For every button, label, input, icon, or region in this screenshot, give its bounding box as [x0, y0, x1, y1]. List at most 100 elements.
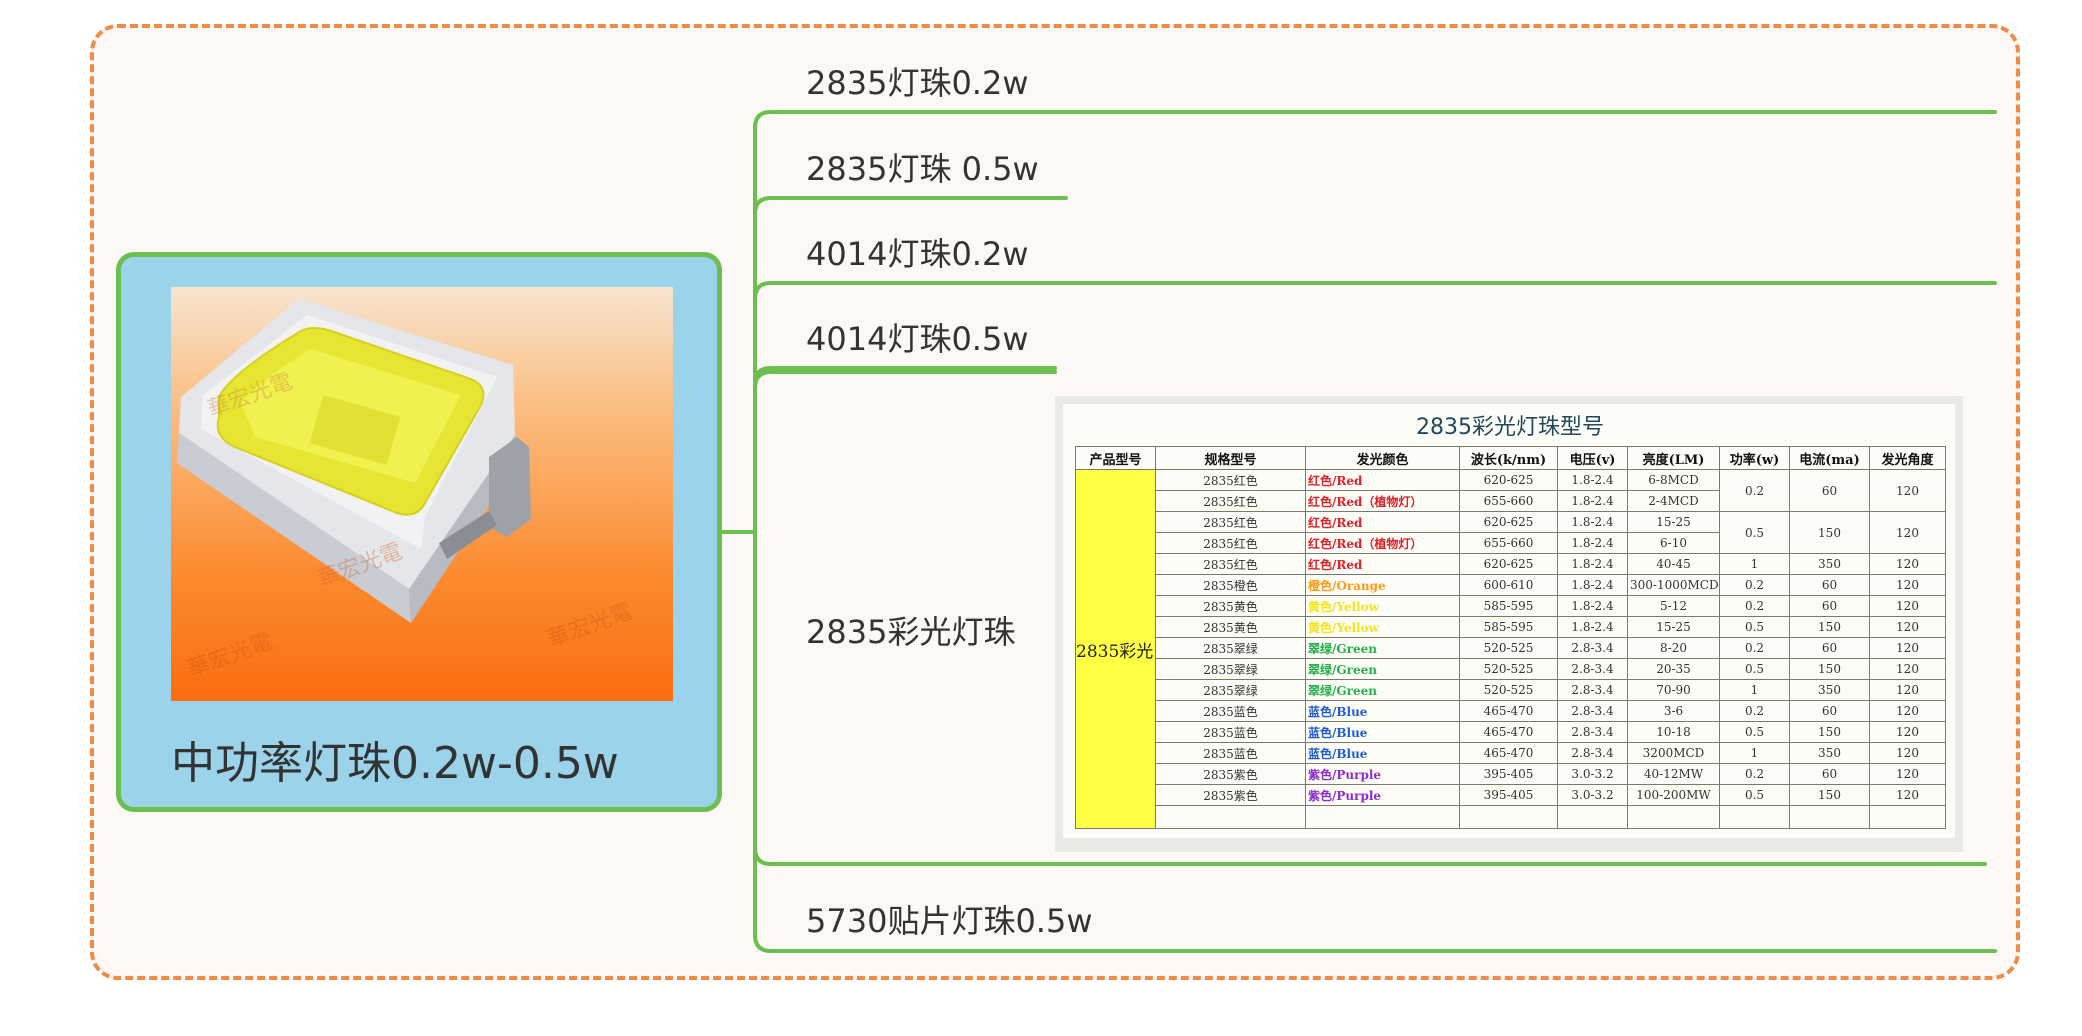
angle-cell: 120 — [1869, 511, 1946, 554]
connector-branch-1 — [753, 110, 1997, 534]
root-label: 中功率灯珠0.2w-0.5w — [171, 738, 619, 789]
angle-cell: 120 — [1869, 637, 1946, 659]
current-cell: 350 — [1789, 679, 1870, 701]
power-cell: 0.5 — [1719, 616, 1790, 638]
header-spec: 规格型号 — [1155, 446, 1306, 470]
power-cell: 0.2 — [1719, 700, 1790, 722]
color-cell: 紫色/Purple — [1305, 784, 1460, 806]
power-cell: 0.2 — [1719, 637, 1790, 659]
voltage-cell: 2.8-3.4 — [1557, 721, 1628, 743]
power-cell: 0.5 — [1719, 784, 1790, 806]
power-cell: 0.5 — [1719, 658, 1790, 680]
wavelength-cell: 620-625 — [1459, 553, 1558, 575]
spec-table-title: 2835彩光灯珠型号 — [1416, 415, 1604, 440]
model-cell: 2835彩光 — [1075, 469, 1156, 829]
wavelength-cell: 465-470 — [1459, 721, 1558, 743]
color-cell: 黄色/Yellow — [1305, 595, 1460, 617]
color-cell: 紫色/Purple — [1305, 763, 1460, 785]
spec-cell: 2835红色 — [1155, 469, 1306, 491]
angle-cell: 120 — [1869, 553, 1946, 575]
spec-cell: 2835橙色 — [1155, 574, 1306, 596]
spec-cell: 2835红色 — [1155, 553, 1306, 575]
wavelength-cell: 585-595 — [1459, 595, 1558, 617]
spec-cell: 2835蓝色 — [1155, 721, 1306, 743]
empty-cell — [1789, 805, 1870, 829]
voltage-cell: 2.8-3.4 — [1557, 742, 1628, 764]
header-angle: 发光角度 — [1869, 446, 1946, 470]
angle-cell: 120 — [1869, 616, 1946, 638]
color-cell: 蓝色/Blue — [1305, 742, 1460, 764]
brightness-cell: 5-12 — [1627, 595, 1720, 617]
wavelength-cell: 395-405 — [1459, 784, 1558, 806]
branch-2835-0-2w[interactable]: 2835灯珠0.2w — [806, 64, 1029, 102]
power-cell: 1 — [1719, 553, 1790, 575]
spec-cell: 2835蓝色 — [1155, 700, 1306, 722]
angle-cell: 120 — [1869, 742, 1946, 764]
angle-cell: 120 — [1869, 595, 1946, 617]
current-cell: 350 — [1789, 553, 1870, 575]
voltage-cell: 1.8-2.4 — [1557, 490, 1628, 512]
voltage-cell: 1.8-2.4 — [1557, 511, 1628, 533]
empty-cell — [1459, 805, 1558, 829]
branch-5730-0-5w[interactable]: 5730贴片灯珠0.5w — [806, 902, 1093, 940]
current-cell: 60 — [1789, 574, 1870, 596]
wavelength-cell: 620-625 — [1459, 469, 1558, 491]
color-cell: 红色/Red（植物灯） — [1305, 490, 1460, 512]
header-brightness: 亮度(LM) — [1627, 446, 1720, 470]
spec-cell: 2835红色 — [1155, 490, 1306, 512]
wavelength-cell: 465-470 — [1459, 700, 1558, 722]
header-current: 电流(ma) — [1789, 446, 1870, 470]
color-cell: 蓝色/Blue — [1305, 700, 1460, 722]
header-power: 功率(w) — [1719, 446, 1790, 470]
voltage-cell: 2.8-3.4 — [1557, 637, 1628, 659]
current-cell: 150 — [1789, 511, 1870, 554]
wavelength-cell: 465-470 — [1459, 742, 1558, 764]
branch-2835-0-5w[interactable]: 2835灯珠 0.5w — [806, 150, 1039, 188]
current-cell: 350 — [1789, 742, 1870, 764]
wavelength-cell: 520-525 — [1459, 637, 1558, 659]
brightness-cell: 2-4MCD — [1627, 490, 1720, 512]
connector-branch-3 — [753, 281, 1997, 534]
brightness-cell: 40-12MW — [1627, 763, 1720, 785]
angle-cell: 120 — [1869, 763, 1946, 785]
led-chip-icon: 華宏光電 華宏光電 華宏光電 華宏光電 — [177, 299, 636, 683]
spec-cell: 2835紫色 — [1155, 763, 1306, 785]
voltage-cell: 2.8-3.4 — [1557, 679, 1628, 701]
brightness-cell: 15-25 — [1627, 616, 1720, 638]
branch-2835-color[interactable]: 2835彩光灯珠 — [806, 613, 1016, 651]
empty-cell — [1627, 805, 1720, 829]
angle-cell: 120 — [1869, 469, 1946, 512]
connector-branch-4 — [753, 366, 1057, 534]
color-cell: 红色/Red — [1305, 553, 1460, 575]
empty-cell — [1557, 805, 1628, 829]
header-voltage: 电压(v) — [1557, 446, 1628, 470]
voltage-cell: 1.8-2.4 — [1557, 616, 1628, 638]
spec-cell: 2835翠绿 — [1155, 637, 1306, 659]
brightness-cell: 6-10 — [1627, 532, 1720, 554]
voltage-cell: 1.8-2.4 — [1557, 574, 1628, 596]
header-color: 发光颜色 — [1305, 446, 1460, 470]
current-cell: 150 — [1789, 658, 1870, 680]
branch-4014-0-5w[interactable]: 4014灯珠0.5w — [806, 320, 1029, 358]
spec-cell: 2835红色 — [1155, 511, 1306, 533]
spec-cell: 2835黄色 — [1155, 595, 1306, 617]
branch-4014-0-2w[interactable]: 4014灯珠0.2w — [806, 235, 1029, 273]
power-cell: 1 — [1719, 742, 1790, 764]
root-node[interactable]: 華宏光電 華宏光電 華宏光電 華宏光電 中功率灯珠0.2w-0.5w — [116, 252, 722, 812]
color-cell: 黄色/Yellow — [1305, 616, 1460, 638]
wavelength-cell: 655-660 — [1459, 490, 1558, 512]
power-cell: 0.2 — [1719, 595, 1790, 617]
spec-cell: 2835紫色 — [1155, 784, 1306, 806]
power-cell: 0.5 — [1719, 721, 1790, 743]
spec-table-image: 2835彩光灯珠型号 产品型号 规格型号 发光颜色 波长(k/nm) 电压(v)… — [1055, 396, 1963, 852]
spec-table: 产品型号 规格型号 发光颜色 波长(k/nm) 电压(v) 亮度(LM) 功率(… — [1075, 446, 1946, 829]
